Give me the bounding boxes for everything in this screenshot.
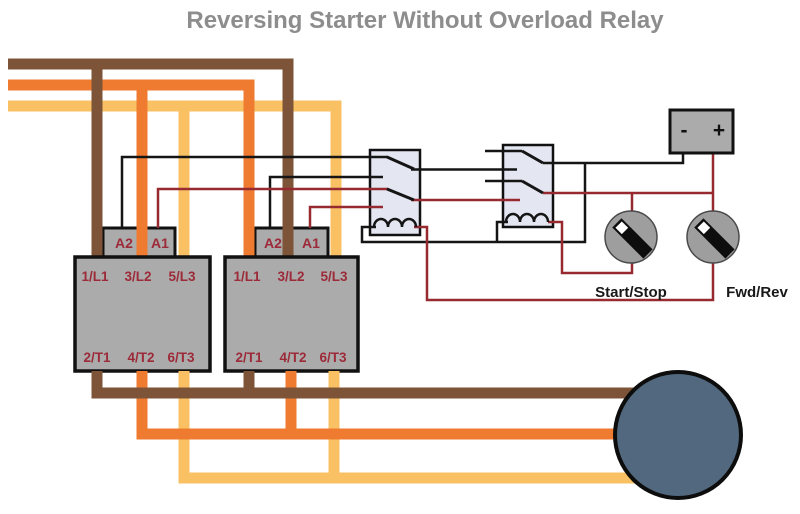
contactor1-l1-label: 1/L1 xyxy=(81,269,109,284)
control-wires-black xyxy=(120,149,685,244)
battery-minus-label: - xyxy=(681,119,688,142)
contactor2-a2-label: A2 xyxy=(264,235,282,251)
relay-contacts-and-coils xyxy=(372,149,550,228)
start-stop-label: Start/Stop xyxy=(595,284,667,301)
wire-relay2-to-battery-minus xyxy=(543,151,685,165)
contactor1-t1-label: 2/T1 xyxy=(83,350,111,365)
wire-relay1-coil-to-fwdrev xyxy=(414,225,715,302)
contactor2-a1-label: A1 xyxy=(302,235,320,251)
wire-coil-return-bus xyxy=(360,225,586,244)
wire-contactor2-a2-to-relay1 xyxy=(268,175,383,228)
contactor1-t2-label: 4/T2 xyxy=(127,350,154,365)
contactor1-t3-label: 6/T3 xyxy=(167,350,195,365)
relay1-upper-contact-blade xyxy=(386,155,415,171)
battery-plus-label: + xyxy=(713,119,725,142)
contactor2-l3-label: 5/L3 xyxy=(320,269,348,284)
contactor2-l1-label: 1/L1 xyxy=(233,269,261,284)
contactor2-t3-label: 6/T3 xyxy=(319,350,347,365)
wire-relay2-coil-to-startstop xyxy=(548,220,634,275)
motor xyxy=(613,370,743,500)
contactor1-l3-label: 5/L3 xyxy=(168,269,196,284)
contactor1-a2-label: A2 xyxy=(115,235,133,251)
wire-contactor2-a1-to-relay1 xyxy=(308,205,383,228)
contactor2-l2-label: 3/L2 xyxy=(277,269,304,284)
fwd-rev-label: Fwd/Rev xyxy=(726,284,788,301)
contactor1-a1-label: A1 xyxy=(151,235,169,251)
battery xyxy=(668,108,735,155)
motor-leads xyxy=(91,371,688,484)
wire-contactor1-a2-to-relay1 xyxy=(120,155,388,228)
relay1-coil xyxy=(372,217,418,228)
wire-relay2-coil-left xyxy=(495,220,508,242)
supply-rails xyxy=(8,58,336,112)
contactor2-t1-label: 2/T1 xyxy=(235,350,263,365)
start-stop-switch xyxy=(604,210,658,264)
wire-contactor1-a1-to-relay1 xyxy=(156,187,388,228)
control-wires-red xyxy=(156,151,715,302)
fwd-rev-switch xyxy=(686,210,740,264)
relay2-upper-contact-blade xyxy=(521,149,544,165)
diagram-title: Reversing Starter Without Overload Relay xyxy=(186,7,664,34)
relay2-lower-contact-blade xyxy=(521,179,544,195)
relay2-coil xyxy=(504,212,550,223)
contactor1-l2-label: 3/L2 xyxy=(124,269,151,284)
contactor2-t2-label: 4/T2 xyxy=(279,350,306,365)
relay1-lower-contact-blade xyxy=(386,187,415,202)
